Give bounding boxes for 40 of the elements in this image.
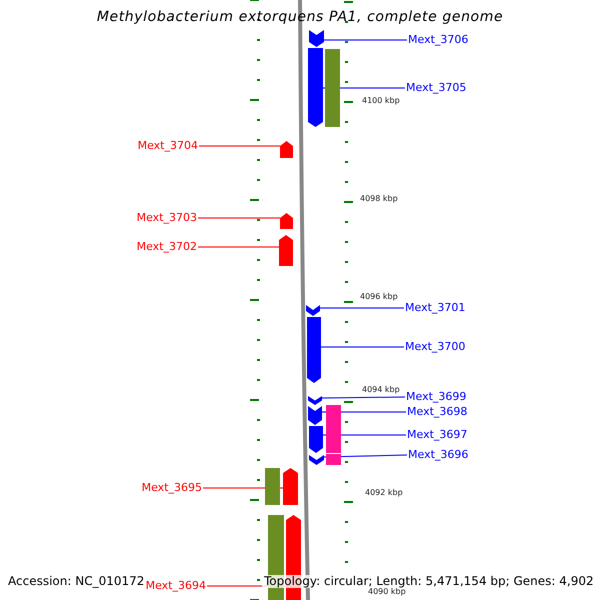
leader-line [324, 40, 408, 41]
tick-label: 4094 kbp [362, 386, 400, 395]
gene-bar [326, 454, 341, 465]
gene-label: Mext_3698 [407, 406, 468, 418]
leader-line [322, 396, 406, 398]
gene-label: Mext_3697 [407, 429, 468, 442]
tick-label: 4096 kbp [360, 293, 398, 302]
leader-line [320, 308, 404, 309]
gene-label: Mext_3701 [405, 302, 466, 314]
gene-bar [280, 213, 293, 229]
leader-line [198, 218, 280, 219]
gene-bar [325, 49, 340, 127]
title: Methylobacterium extorquens PA1, complete genome [96, 10, 504, 26]
gene-label: Mext_3706 [408, 34, 468, 46]
gene-label: Mext_3705 [406, 82, 466, 94]
gene-label: Mext_3702 [136, 241, 197, 254]
gene-bar [309, 455, 324, 465]
gene-bar [283, 468, 298, 505]
tick-label: 4092 kbp [365, 489, 403, 498]
tick-label: 4090 kbp [368, 588, 406, 597]
gene-bar [326, 405, 341, 453]
gene-label: Mext_3696 [408, 449, 468, 462]
accession-text: Accession: NC_010172 [8, 575, 144, 588]
tick-label: 4098 kbp [360, 195, 398, 204]
tick-label: 4100 kbp [362, 97, 400, 106]
gene-bar [309, 30, 324, 47]
gene-label: Mext_3700 [405, 341, 466, 354]
gene-bar [279, 235, 293, 266]
leader-line [198, 246, 280, 248]
gene-bar [265, 468, 280, 505]
gene-label: Mext_3695 [142, 482, 202, 494]
gene-label: Mext_3699 [406, 391, 466, 404]
gene-label: Mext_3694 [146, 580, 206, 592]
gene-bar [309, 426, 323, 453]
leader-line [198, 146, 280, 147]
gene-bar [280, 141, 293, 158]
gene-label: Mext_3704 [138, 140, 198, 152]
leader-line [324, 454, 408, 458]
leader-line [320, 346, 404, 348]
gene-label: Mext_3703 [136, 212, 197, 224]
